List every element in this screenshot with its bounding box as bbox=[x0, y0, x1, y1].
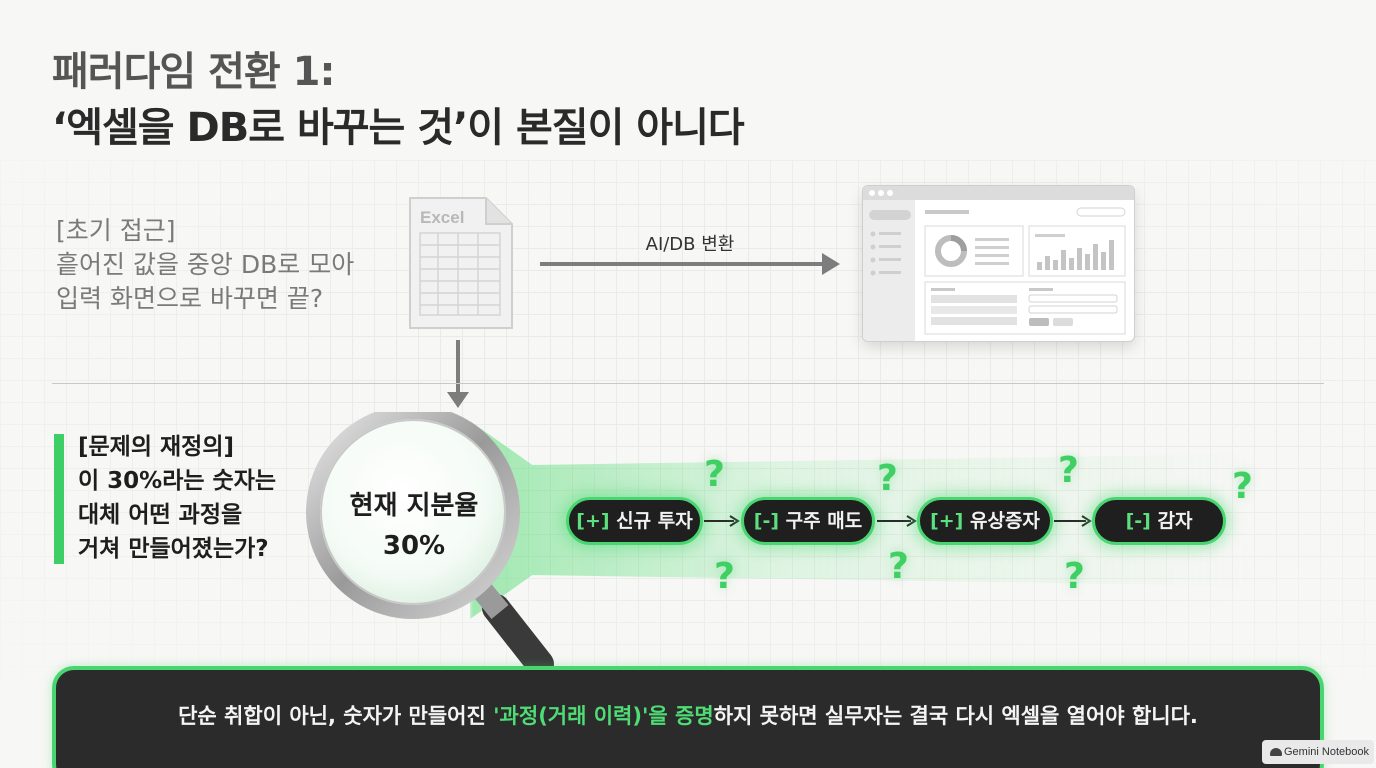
redefinition-heading: [문제의 재정의] bbox=[78, 434, 234, 460]
flow-arrow-icon bbox=[1054, 515, 1092, 527]
initial-approach: [초기 접근] 흩어진 값을 중앙 DB로 모아 입력 화면으로 바꾸면 끝? bbox=[56, 214, 354, 316]
flow-step-label: 유상증자 bbox=[963, 510, 1040, 532]
flow-step-share-sale: [-] 구주 매도 bbox=[741, 497, 875, 545]
flow-step-sign: [-] bbox=[753, 510, 780, 532]
conclusion-text-after: 하지 못하면 실무자는 결국 다시 엑셀을 열어야 합니다. bbox=[713, 704, 1198, 728]
question-mark-icon: ? bbox=[714, 556, 735, 597]
conversion-arrow bbox=[540, 262, 828, 266]
accent-bar bbox=[54, 434, 64, 564]
flow-step-label: 감자 bbox=[1150, 510, 1193, 532]
notebook-logo-icon bbox=[1270, 748, 1282, 756]
excel-label: Excel bbox=[420, 208, 464, 227]
down-arrow bbox=[456, 340, 460, 394]
redefinition-line-1: 이 30%라는 숫자는 bbox=[78, 468, 277, 494]
flow-step-rights-issue: [+] 유상증자 bbox=[917, 497, 1053, 545]
question-mark-icon: ? bbox=[1064, 556, 1085, 597]
initial-approach-heading: [초기 접근] bbox=[56, 216, 176, 245]
window-titlebar bbox=[863, 186, 1134, 200]
magnifier-label: 현재 지분율 30% bbox=[314, 486, 514, 566]
redefinition-line-2: 대체 어떤 과정을 bbox=[78, 502, 243, 528]
section-divider bbox=[52, 383, 1324, 384]
question-mark-icon: ? bbox=[888, 546, 909, 587]
flow-step-new-investment: [+] 신규 투자 bbox=[566, 497, 703, 545]
title-line-2: ‘엑셀을 DB로 바꾸는 것’이 본질이 아니다 bbox=[52, 105, 745, 151]
initial-approach-line-1: 흩어진 값을 중앙 DB로 모아 bbox=[56, 250, 355, 279]
question-mark-icon: ? bbox=[1232, 466, 1253, 507]
flow-step-sign: [-] bbox=[1125, 510, 1151, 532]
excel-file-icon: Excel bbox=[408, 196, 514, 330]
flow-arrow-icon bbox=[877, 515, 917, 527]
flow-step-sign: [+] bbox=[930, 510, 964, 532]
conclusion-text-highlight: '과정(거래 이력)'을 증명 bbox=[493, 704, 714, 728]
conversion-arrow-label: AI/DB 변환 bbox=[645, 234, 735, 255]
magnifying-glass-icon bbox=[300, 405, 580, 678]
flow-step-label: 신규 투자 bbox=[609, 510, 693, 532]
problem-redefinition: [문제의 재정의] 이 30%라는 숫자는 대체 어떤 과정을 거쳐 만들어졌는… bbox=[78, 430, 276, 566]
question-mark-icon: ? bbox=[1058, 450, 1079, 491]
flow-step-label: 구주 매도 bbox=[779, 510, 863, 532]
watermark: Gemini Notebook bbox=[1262, 740, 1374, 764]
dashboard-window-illustration bbox=[862, 185, 1135, 342]
conclusion-banner bbox=[52, 666, 1324, 768]
conversion-arrow-head bbox=[822, 253, 840, 275]
question-mark-icon: ? bbox=[877, 458, 898, 499]
conclusion-text: 단순 취합이 아닌, 숫자가 만들어진 '과정(거래 이력)'을 증명하지 못하… bbox=[52, 700, 1324, 730]
redefinition-line-3: 거쳐 만들어졌는가? bbox=[78, 536, 269, 562]
magnifier-label-value: 30% bbox=[382, 531, 446, 561]
flow-step-capital-reduction: [-] 감자 bbox=[1092, 497, 1226, 545]
initial-approach-line-2: 입력 화면으로 바꾸면 끝? bbox=[56, 284, 324, 313]
dashboard-content bbox=[863, 200, 1126, 341]
down-arrow-head bbox=[447, 392, 469, 408]
flow-arrow-icon bbox=[704, 515, 740, 527]
question-mark-icon: ? bbox=[704, 454, 725, 495]
title-line-1: 패러다임 전환 1: bbox=[52, 49, 335, 95]
magnifier-label-title: 현재 지분율 bbox=[349, 491, 479, 521]
conclusion-text-before: 단순 취합이 아닌, 숫자가 만들어진 bbox=[178, 704, 494, 728]
grid-fade bbox=[0, 160, 1376, 680]
flow-step-sign: [+] bbox=[576, 510, 610, 532]
page-title: 패러다임 전환 1: ‘엑셀을 DB로 바꾸는 것’이 본질이 아니다 bbox=[52, 44, 745, 156]
